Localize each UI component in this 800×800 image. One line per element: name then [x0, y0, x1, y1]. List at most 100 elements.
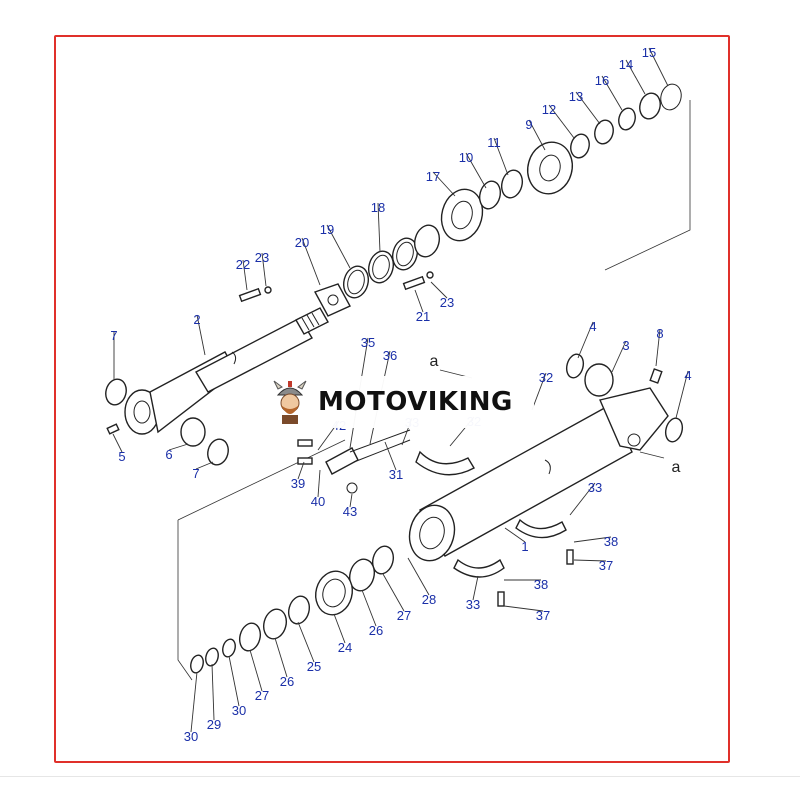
leader-line — [249, 649, 263, 692]
leader-line — [472, 575, 479, 601]
leader-line — [112, 433, 123, 453]
leader-line — [361, 589, 377, 627]
part-label-11: 11 — [487, 135, 501, 150]
part-label-18: 18 — [371, 200, 385, 215]
cylinder-head-part — [440, 188, 484, 242]
leader-line — [430, 281, 448, 299]
leader-line — [211, 663, 215, 721]
construction-lines — [177, 100, 691, 681]
part-label-16: 16 — [595, 73, 609, 88]
view-ref-label: a — [672, 459, 681, 476]
leader-line — [297, 461, 305, 480]
part-label-31: 31 — [389, 467, 403, 482]
part-label-38: 38 — [604, 534, 618, 549]
leader-line — [432, 171, 456, 197]
leader-line — [648, 47, 669, 87]
part-label-2: 2 — [193, 312, 200, 327]
part-label-8: 8 — [656, 326, 663, 341]
leader-line — [333, 613, 346, 644]
leader-line — [168, 443, 189, 451]
watermark-badge: MOTOVIKING — [266, 376, 534, 428]
leader-line — [301, 237, 321, 286]
part-label-28: 28 — [422, 592, 436, 607]
part-label-30: 30 — [184, 729, 198, 744]
piston-seal-stack — [190, 545, 395, 674]
part-label-33: 33 — [588, 480, 602, 495]
leader-line — [531, 372, 547, 411]
part-label-22: 22 — [236, 257, 250, 272]
leader-line — [317, 469, 321, 498]
leader-line — [575, 91, 601, 125]
leader-line — [228, 655, 240, 707]
leader-line — [349, 493, 353, 508]
leader-line — [382, 573, 405, 612]
brand-name: MOTOVIKING — [318, 387, 513, 417]
part-label-7: 7 — [192, 466, 199, 481]
part-label-40: 40 — [311, 494, 325, 509]
leader-line — [573, 536, 612, 543]
leader-line — [190, 671, 198, 733]
leader-line — [675, 370, 689, 419]
part-label-25: 25 — [307, 659, 321, 674]
piston-part — [527, 141, 573, 195]
leader-line — [297, 621, 315, 663]
part-label-30: 30 — [232, 703, 246, 718]
part-label-37: 37 — [536, 608, 550, 623]
part-label-33: 33 — [466, 597, 480, 612]
leader-line — [601, 75, 623, 111]
bottom-divider — [0, 776, 800, 777]
leader-line — [573, 559, 607, 562]
leader-line — [326, 224, 351, 269]
viking-mascot-icon — [273, 380, 307, 424]
part-label-20: 20 — [295, 235, 309, 250]
part-label-9: 9 — [525, 117, 532, 132]
leader-line — [569, 482, 596, 516]
leader-line — [465, 152, 487, 189]
part-label-14: 14 — [619, 57, 633, 72]
part-label-37: 37 — [599, 558, 613, 573]
part-label-19: 19 — [320, 222, 334, 237]
part-label-6: 6 — [165, 447, 172, 462]
leader-line — [377, 202, 381, 253]
leader-line — [196, 314, 206, 356]
leader-line — [625, 59, 646, 95]
leader-line — [504, 527, 526, 543]
part-label-27: 27 — [397, 608, 411, 623]
part-label-32: 32 — [539, 370, 553, 385]
leader-line — [577, 321, 594, 359]
piston-rod-part — [195, 317, 313, 393]
part-label-12: 12 — [542, 102, 556, 117]
part-label-10: 10 — [459, 150, 473, 165]
leader-line — [407, 557, 430, 596]
part-label-15: 15 — [642, 45, 656, 60]
leader-line — [493, 137, 509, 176]
view-ref-label: a — [430, 353, 439, 370]
diagram-frame — [54, 35, 730, 763]
part-label-23: 23 — [440, 295, 454, 310]
rod-end-bushings — [105, 378, 229, 466]
flange-part — [313, 283, 351, 317]
cylinder-tube — [408, 353, 684, 562]
part-label-24: 24 — [338, 640, 352, 655]
part-label-17: 17 — [426, 169, 440, 184]
part-label-23: 23 — [255, 250, 269, 265]
part-label-26: 26 — [369, 623, 383, 638]
view-references: aa — [430, 353, 681, 476]
part-label-35: 35 — [361, 335, 375, 350]
clamp-group — [297, 429, 574, 607]
part-label-4: 4 — [589, 319, 596, 334]
leader-line — [548, 104, 575, 139]
part-label-1: 1 — [521, 539, 528, 554]
leader-line — [655, 328, 661, 367]
part-label-38: 38 — [534, 577, 548, 592]
leader-line — [261, 252, 267, 287]
part-label-4: 4 — [684, 368, 691, 383]
part-label-26: 26 — [280, 674, 294, 689]
leader-line — [195, 461, 214, 470]
leader-line — [611, 340, 627, 373]
part-label-3: 3 — [622, 338, 629, 353]
part-label-27: 27 — [255, 688, 269, 703]
part-label-13: 13 — [569, 89, 583, 104]
